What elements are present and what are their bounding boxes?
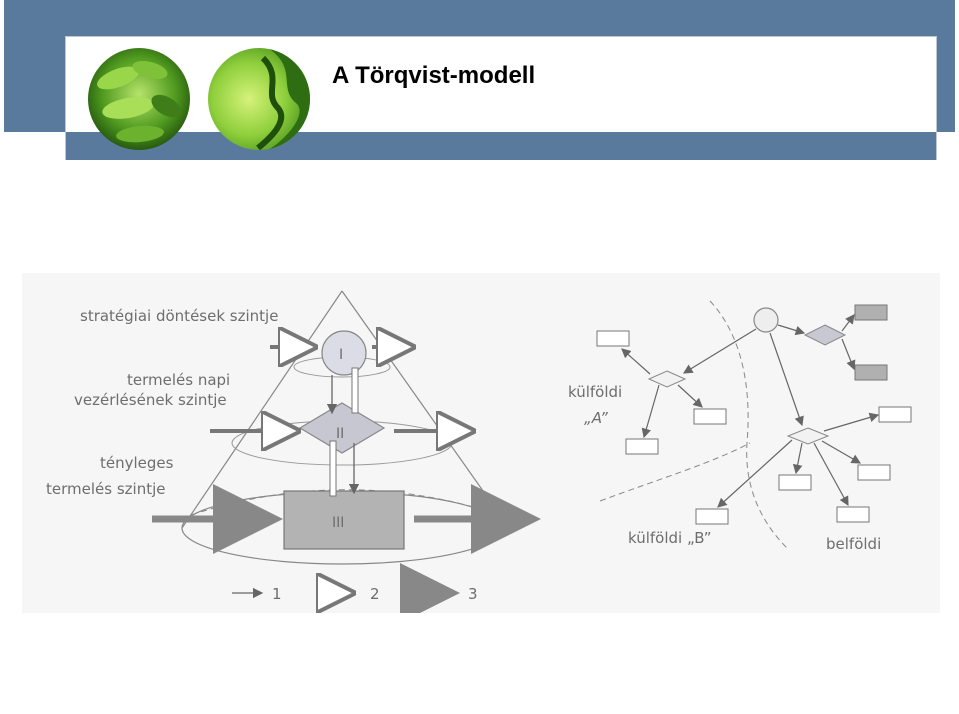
foreign-b-label: külföldi „B” — [628, 529, 711, 547]
header-strip — [66, 132, 936, 160]
lower-unit-2 — [857, 464, 891, 481]
foreign-a-unit-2 — [625, 438, 659, 455]
network-model — [596, 300, 912, 549]
roman-II: II — [336, 426, 344, 442]
lower-unit-4 — [836, 506, 870, 523]
legend-item-3: 3 — [468, 585, 478, 603]
foreign-a-label-line1: külföldi — [568, 383, 622, 401]
roman-I: I — [339, 347, 343, 363]
leaf-circle-image-2 — [208, 48, 310, 150]
lower-unit-3 — [778, 474, 812, 491]
level2-label-line2: vezérlésének szintje — [74, 391, 227, 409]
level2-label-line1: termelés napi — [127, 371, 230, 389]
level3-rect — [283, 490, 405, 550]
level1-label: stratégiai döntések szintje — [80, 307, 278, 325]
legend-item-1: 1 — [272, 585, 282, 603]
level3-label-line1: tényleges — [100, 454, 174, 472]
lower-unit-5 — [695, 508, 729, 525]
cone-model — [152, 290, 541, 565]
foreign-a-unit-3 — [693, 408, 727, 425]
roman-III: III — [332, 515, 344, 531]
domestic-unit-1 — [854, 304, 888, 321]
hq-node — [753, 307, 779, 333]
domestic-unit-2 — [854, 364, 888, 381]
torqvist-diagram: stratégiai döntések szintje termelés nap… — [22, 273, 940, 613]
level1-circle — [321, 330, 367, 376]
lower-hub — [786, 427, 830, 445]
foreign-a-unit-1 — [596, 330, 630, 347]
slide-title: A Törqvist-modell — [332, 62, 536, 89]
lower-unit-1 — [878, 406, 912, 423]
domestic-hub — [803, 324, 847, 346]
level3-label-line2: termelés szintje — [46, 480, 165, 498]
leaf-circle-image-1 — [88, 48, 190, 150]
legend-item-2: 2 — [370, 585, 380, 603]
domestic-label: belföldi — [826, 535, 881, 553]
foreign-a-hub — [647, 370, 687, 388]
foreign-a-label-line2: „A” — [584, 409, 608, 427]
legend: 1 2 3 — [232, 563, 478, 613]
level2-diamond — [298, 402, 386, 454]
